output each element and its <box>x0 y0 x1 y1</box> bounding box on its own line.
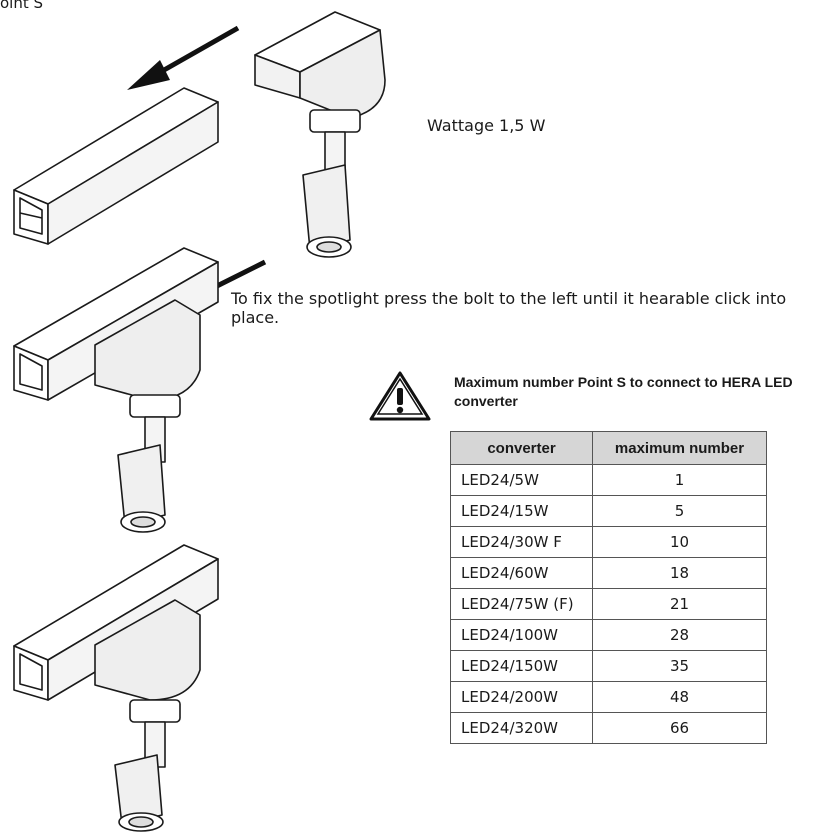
maximum-number-cell: 10 <box>592 526 767 558</box>
maximum-number-cell: 35 <box>592 650 767 682</box>
maximum-number-cell: 5 <box>592 495 767 527</box>
spotlight-unit <box>254 11 386 258</box>
maximum-number-cell: 28 <box>592 619 767 651</box>
converter-cell: LED24/5W <box>450 464 593 496</box>
maximum-number-cell: 21 <box>592 588 767 620</box>
converter-cell: LED24/15W <box>450 495 593 527</box>
maximum-number-cell: 48 <box>592 681 767 713</box>
assembly-illustration <box>13 11 386 832</box>
warning-note: Maximum number Point S to connect to HER… <box>454 374 793 409</box>
maximum-number-cell: 18 <box>592 557 767 589</box>
converter-cell: LED24/30W F <box>450 526 593 558</box>
table-header-row: converter maximum number <box>450 431 767 465</box>
converter-cell: LED24/100W <box>450 619 593 651</box>
converter-cell: LED24/150W <box>450 650 593 682</box>
maximum-number-cell: 66 <box>592 712 767 744</box>
arrow-icon <box>127 25 240 90</box>
converter-cell: LED24/200W <box>450 681 593 713</box>
warning-triangle-icon <box>369 371 431 421</box>
wattage-label: Wattage 1,5 W <box>427 116 546 135</box>
spotlight-unit <box>94 599 201 832</box>
spotlight-unit <box>94 299 201 533</box>
track-rail <box>13 87 219 245</box>
fix-instruction: To fix the spotlight press the bolt to t… <box>231 289 787 327</box>
table-row: LED24/75W (F)21 <box>450 588 767 620</box>
column-header-maximum-number: maximum number <box>592 431 767 465</box>
converter-cell: LED24/320W <box>450 712 593 744</box>
converter-cell: LED24/60W <box>450 557 593 589</box>
maximum-number-cell: 1 <box>592 464 767 496</box>
converter-cell: LED24/75W (F) <box>450 588 593 620</box>
page-heading: oint S <box>0 0 44 12</box>
column-header-converter: converter <box>450 431 593 465</box>
